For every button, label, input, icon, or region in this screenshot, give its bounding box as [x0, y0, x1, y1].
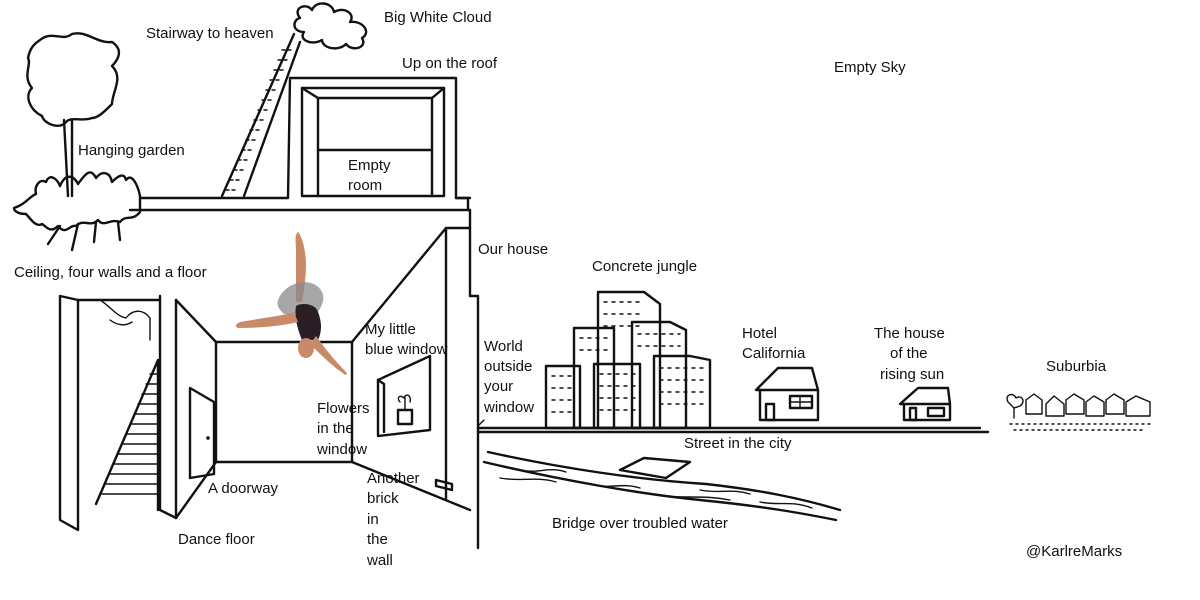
- dancer-leg-side: [235, 312, 298, 328]
- label-street-in-the-city: Street in the city: [684, 435, 792, 452]
- label-another-brick-line5: wall: [367, 552, 393, 569]
- label-world-outside-line1: World: [484, 338, 523, 355]
- rising-sun-house-drawing: [898, 386, 952, 422]
- dancer-arm: [310, 336, 347, 375]
- label-world-outside-line2: outside: [484, 358, 533, 375]
- dancer-figure: [235, 232, 347, 375]
- label-empty-room-line1: Empty: [348, 157, 391, 174]
- label-up-on-the-roof: Up on the roof: [402, 55, 498, 72]
- label-my-little-blue-window-line1: My little: [365, 321, 416, 338]
- roof-line: [138, 76, 472, 200]
- hotel-california-drawing: [754, 366, 820, 422]
- label-hotel-california-line1: Hotel: [742, 325, 778, 342]
- concrete-jungle-drawing: [544, 290, 712, 430]
- label-rising-sun-line1: The house: [874, 325, 945, 342]
- label-a-doorway: A doorway: [208, 480, 279, 497]
- label-dance-floor: Dance floor: [178, 531, 255, 548]
- label-suburbia: Suburbia: [1046, 358, 1107, 375]
- label-world-outside-line4: window: [484, 399, 535, 416]
- label-our-house: Our house: [478, 241, 549, 258]
- label-my-little-blue-window-line2: blue window: [365, 341, 448, 358]
- label-big-white-cloud: Big White Cloud: [384, 9, 492, 26]
- label-flowers-line1: Flowers: [317, 400, 370, 417]
- our-house-drawing: [58, 196, 990, 550]
- label-empty-room-line2: room: [348, 177, 383, 194]
- label-another-brick-line4: the: [367, 531, 388, 548]
- label-stairway-to-heaven: Stairway to heaven: [146, 25, 274, 42]
- label-flowers-line2: in the: [317, 420, 354, 437]
- label-empty-sky: Empty Sky: [834, 59, 906, 76]
- empty-room-drawing: [300, 86, 446, 198]
- stairway-to-heaven-drawing: [220, 32, 302, 198]
- label-rising-sun-line2: of the: [890, 345, 928, 362]
- label-hotel-california-line2: California: [742, 345, 806, 362]
- label-another-brick-line2: brick: [367, 490, 399, 507]
- label-bridge: Bridge over troubled water: [552, 515, 728, 532]
- dancer-torso: [295, 304, 321, 340]
- label-another-brick-line3: in: [367, 511, 379, 528]
- label-flowers-line3: window: [317, 441, 368, 458]
- label-world-outside-line3: your: [484, 378, 514, 395]
- suburbia-drawing: [1006, 393, 1151, 431]
- label-another-brick-line1: Another: [367, 470, 420, 487]
- label-concrete-jungle: Concrete jungle: [592, 258, 698, 275]
- bridge-drawing: [482, 450, 842, 522]
- hanging-garden-drawing: [12, 32, 142, 252]
- label-credit: @KarlreMarks: [1026, 543, 1123, 560]
- label-hanging-garden: Hanging garden: [78, 142, 185, 159]
- cloud-drawing: [293, 2, 368, 50]
- dancer-head: [298, 338, 314, 358]
- label-rising-sun-line3: rising sun: [880, 366, 945, 383]
- label-ceiling-four-walls: Ceiling, four walls and a floor: [14, 264, 207, 281]
